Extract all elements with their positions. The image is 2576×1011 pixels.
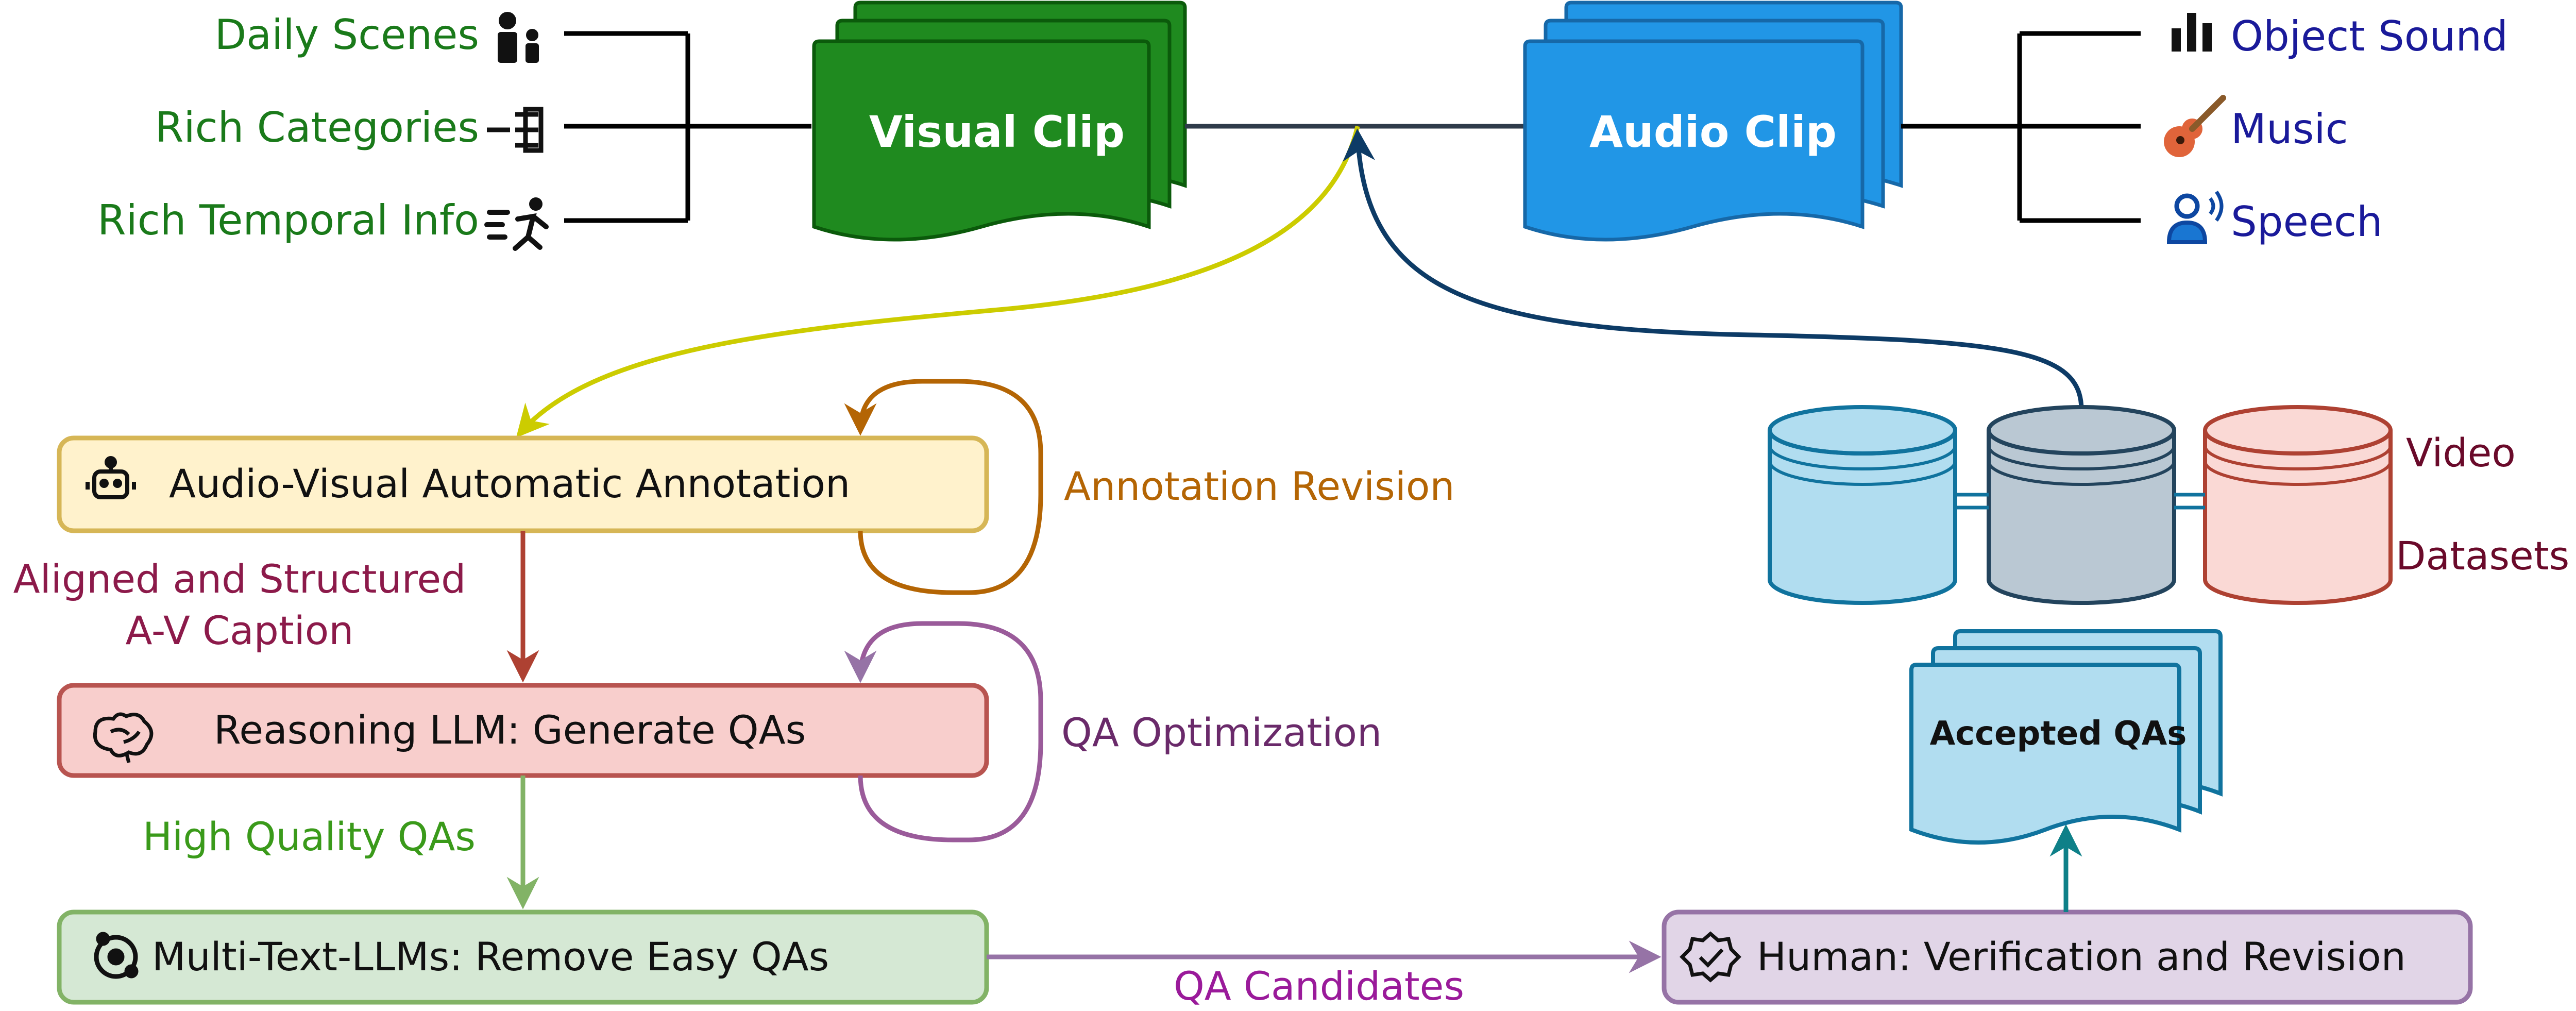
aligned-caption-line2: A-V Caption [126, 608, 354, 653]
feature-daily-scenes: Daily Scenes [215, 11, 479, 59]
accepted-qas: Accepted QAs [1909, 629, 2223, 845]
arrow-datasets-to-clips [1343, 128, 2084, 410]
visual-clip-label: Visual Clip [869, 107, 1125, 157]
visual-clip: Visual Clip [812, 1, 1187, 242]
audio-clip-label: Audio Clip [1589, 107, 1837, 157]
audio-clip: Audio Clip [1523, 1, 1903, 242]
reasoning-box: Reasoning LLM: Generate QAs [57, 683, 989, 778]
cycle-icon [94, 932, 139, 979]
qa-optimization-label: QA Optimization [1061, 710, 1382, 755]
guitar-icon [2164, 95, 2226, 157]
multitext-label: Multi-Text-LLMs: Remove Easy QAs [152, 934, 829, 980]
bar-chart-icon [2172, 13, 2212, 52]
category-list-icon [487, 107, 544, 153]
speaker-person-icon [2166, 190, 2224, 244]
right-feature-list: Object Sound Music Speech [2164, 12, 2508, 246]
video-datasets-label-line2: Datasets [2396, 533, 2569, 579]
annotation-revision-label: Annotation Revision [1064, 463, 1455, 509]
family-icon [498, 12, 539, 63]
video-datasets: Video Datasets [1768, 405, 2569, 605]
video-datasets-label-line1: Video [2406, 430, 2516, 476]
annotation-revision-loop [844, 379, 1043, 595]
human-label: Human: Verification and Revision [1757, 934, 2406, 980]
high-quality-label: High Quality QAs [143, 814, 476, 860]
aligned-caption-line1: Aligned and Structured [13, 556, 466, 602]
accepted-qas-label: Accepted QAs [1930, 715, 2187, 753]
feature-music: Music [2231, 105, 2348, 153]
feature-rich-temporal-info: Rich Temporal Info [97, 196, 479, 244]
human-box: Human: Verification and Revision [1662, 909, 2473, 1005]
qa-optimization-loop [844, 621, 1043, 842]
brain-icon [93, 712, 154, 763]
dataset-links [1955, 493, 2205, 510]
dataset-cylinder-gray [1987, 405, 2176, 605]
feature-speech: Speech [2231, 198, 2383, 246]
dataset-cylinder-pink [2203, 405, 2393, 605]
feature-object-sound: Object Sound [2231, 12, 2508, 60]
dataset-cylinder-blue [1768, 405, 1957, 605]
arrow-clips-to-annotation [516, 125, 1360, 438]
reasoning-label: Reasoning LLM: Generate QAs [214, 707, 806, 753]
annotation-label: Audio-Visual Automatic Annotation [169, 461, 850, 507]
qa-candidates-label: QA Candidates [1174, 963, 1464, 1009]
robot-icon [86, 456, 136, 499]
feature-rich-categories: Rich Categories [155, 104, 479, 151]
annotation-box: Audio-Visual Automatic Annotation [57, 435, 989, 533]
left-bracket-connector [564, 31, 811, 223]
multitext-box: Multi-Text-LLMs: Remove Easy QAs [57, 909, 989, 1005]
right-bracket-connector [1901, 31, 2141, 223]
verified-badge-icon [1680, 931, 1741, 983]
running-person-icon [484, 197, 549, 251]
left-feature-list: Daily Scenes Rich Categories Rich Tempor… [97, 11, 549, 251]
